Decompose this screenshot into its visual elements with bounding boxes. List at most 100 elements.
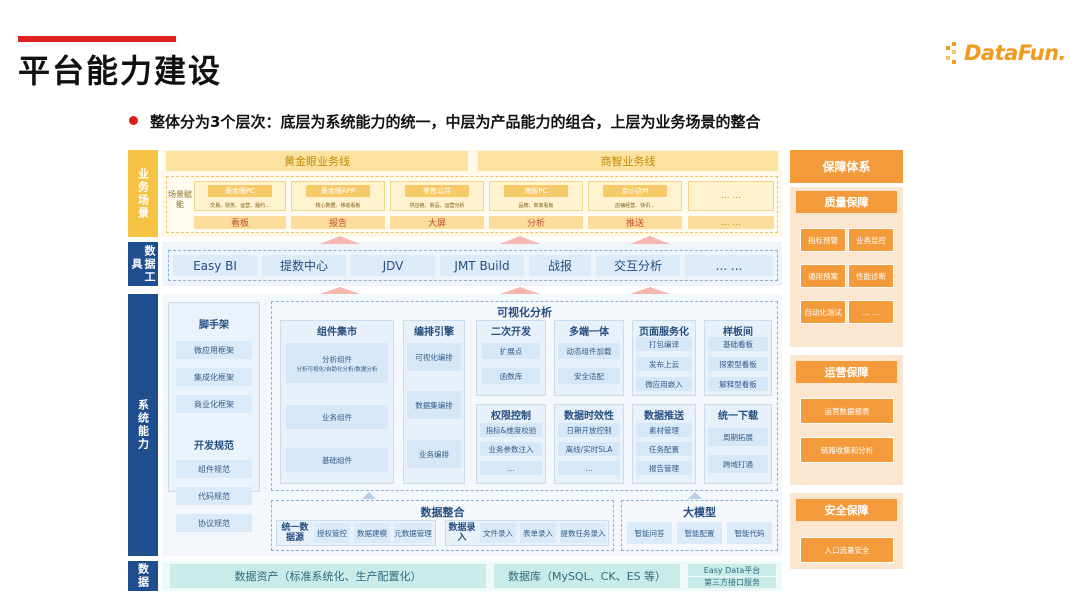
orchestration-item: 数据集编排	[407, 391, 461, 419]
scene-title: 黄金眼PC	[208, 185, 272, 197]
cell-sub: 分析可视化/自助化分析/数据分析	[296, 366, 378, 373]
datafun-logo-icon	[946, 42, 956, 64]
layer-label-data: 数据	[128, 561, 158, 591]
title-accent-bar	[18, 36, 176, 42]
business-line-shangzhi: 商智业务线	[478, 151, 778, 171]
orchestration-item: 可视化编排	[407, 343, 461, 371]
scene-sub: 交易、财务、运营、履约...	[210, 203, 270, 209]
ops-item: 链路收集和分析	[800, 437, 894, 463]
scene-pill: 看板	[194, 216, 286, 229]
page-service-item: 发布上云	[636, 357, 692, 371]
data-integration-area	[271, 500, 614, 551]
secondary-dev-item: 函数库	[482, 368, 540, 384]
analysis-component: 分析组件 分析可视化/自助化分析/数据分析	[286, 343, 388, 383]
tools-area	[168, 250, 778, 281]
scaffold-item: 微应用框架	[176, 341, 252, 359]
component-market-title: 组件集市	[317, 327, 357, 338]
push-item: 任务配置	[636, 442, 692, 456]
unified-source-item: 数据建模	[354, 523, 390, 543]
scene-card: 京小店M 店铺经营、快讯...	[588, 181, 682, 211]
timeliness-title: 数据时效性	[564, 411, 614, 422]
multi-end-item: 安全适配	[558, 368, 620, 384]
up-arrows-icon	[320, 236, 670, 244]
scene-sub: 店铺经营、快讯...	[615, 203, 655, 209]
permission-title: 权限控制	[491, 411, 531, 422]
tool-item: Easy BI	[173, 255, 257, 276]
tool-item: JMT Build	[440, 255, 524, 276]
template-item: 解释型看板	[708, 377, 768, 391]
template-title: 样板间	[723, 327, 753, 338]
push-title: 数据推送	[644, 411, 684, 422]
quality-item: ... ...	[848, 300, 894, 324]
llm-item: 智能问答	[627, 522, 672, 544]
page-service-title: 页面服务化	[639, 327, 689, 338]
page-title: 平台能力建设	[18, 52, 223, 90]
permission-item: 指标&维度校验	[480, 423, 542, 437]
timeliness-item: ...	[558, 461, 620, 475]
spec-item: 代码规范	[176, 487, 252, 505]
spec-title: 开发规范	[194, 441, 234, 452]
scene-pill: 分析	[489, 216, 583, 229]
third-party-service: 第三方接口服务	[688, 577, 776, 588]
scene-card: 黄金眼PC 交易、财务、运营、履约...	[194, 181, 286, 211]
multi-end-item: 动态组件加载	[558, 343, 620, 359]
multi-end-title: 多端一体	[569, 327, 609, 338]
layer-label-business: 业务场景	[128, 150, 158, 237]
timeliness-item: 日期开放控制	[558, 423, 620, 437]
scene-pill: 推送	[588, 216, 682, 229]
unified-download-item: 跨域打通	[708, 455, 768, 473]
ops-item: 运营数据报表	[800, 398, 894, 424]
quality-item: 通用预案	[800, 264, 846, 288]
page-service-item: 微应用嵌入	[636, 377, 692, 391]
permission-item: 业务参数注入	[480, 442, 542, 456]
quality-item: 性能诊断	[848, 264, 894, 288]
security-guarantee-title: 安全保障	[796, 499, 897, 521]
scene-title: 零售公共	[405, 185, 469, 197]
visual-analysis-title: 可视化分析	[497, 306, 552, 319]
scene-enable-label: 场景赋能	[168, 190, 192, 209]
quality-item: 自动化测试	[800, 300, 846, 324]
data-assets: 数据资产（标准系统化、生产配置化）	[170, 564, 486, 588]
scene-card: 黄金眼APP 核心数据、移动看板	[291, 181, 385, 211]
push-item: 素材管理	[636, 423, 692, 437]
secondary-dev-item: 扩展点	[482, 343, 540, 359]
scene-sub: 供应链、商品、运营分析	[409, 203, 465, 209]
secondary-dev-title: 二次开发	[491, 327, 531, 338]
data-entry-item: 提数任务录入	[560, 523, 606, 543]
business-component: 业务组件	[286, 405, 388, 429]
llm-title: 大模型	[683, 506, 716, 519]
up-arrow-icon	[688, 492, 702, 499]
scene-card: 零售公共 供应链、商品、运营分析	[390, 181, 484, 211]
quality-item: 业务监控	[848, 228, 894, 252]
tool-item: 提数中心	[262, 255, 346, 276]
bullet-dot	[129, 116, 138, 125]
timeliness-item: 离线/实时SLA	[558, 442, 620, 456]
base-component: 基础组件	[286, 448, 388, 472]
scene-sub: 核心数据、移动看板	[315, 203, 361, 209]
quality-item: 指标预警	[800, 228, 846, 252]
spec-item: 协议规范	[176, 514, 252, 532]
scaffold-item: 集成化框架	[176, 368, 252, 386]
scene-title: 京小店M	[603, 185, 667, 197]
subtitle: 整体分为3个层次：底层为系统能力的统一，中层为产品能力的组合，上层为业务场景的整…	[150, 113, 761, 131]
ops-guarantee-title: 运营保障	[796, 361, 897, 383]
spec-item: 组件规范	[176, 460, 252, 478]
data-integration-title: 数据整合	[420, 506, 465, 519]
scaffold-title: 脚手架	[199, 320, 229, 331]
unified-download-title: 统一下载	[718, 411, 758, 422]
unified-download-item: 周期拓展	[708, 428, 768, 446]
scene-title: 黄金眼APP	[306, 185, 370, 197]
llm-item: 智能配置	[677, 522, 722, 544]
quality-guarantee-title: 质量保障	[796, 191, 897, 213]
tool-item: JDV	[351, 255, 435, 276]
tool-item: 战报	[529, 255, 591, 276]
data-databases: 数据库（MySQL、CK、ES 等）	[494, 564, 680, 588]
scene-title: 商智PC	[504, 185, 568, 197]
layer-label-tools: 数据工具	[128, 242, 158, 286]
scaffold-item: 商业化框架	[176, 395, 252, 413]
easy-data-platform: Easy Data平台	[688, 564, 776, 576]
push-item: 报告管理	[636, 461, 692, 475]
data-entry-label: 数据录入	[448, 523, 476, 543]
scene-sub: 品牌、商家看板	[518, 203, 554, 209]
permission-item: ...	[480, 461, 542, 475]
